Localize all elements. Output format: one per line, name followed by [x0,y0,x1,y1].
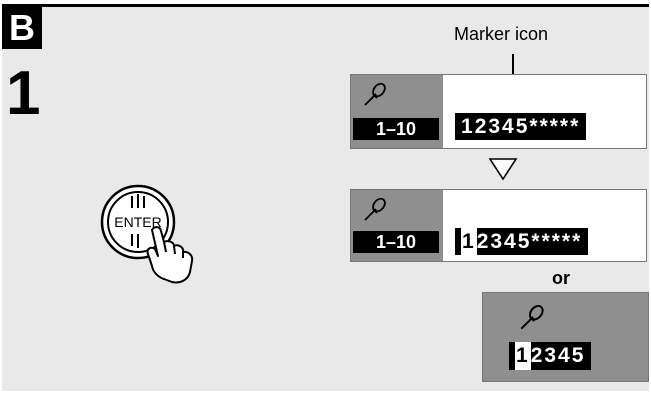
display-alternative: 12345 [482,292,649,382]
track-digits: 12345 [509,342,592,370]
step-number: 1 [6,59,41,128]
remaining-digits: 2345***** [476,230,583,253]
first-digit-highlighted: 1 [515,342,531,370]
track-digits: 12345***** [455,228,589,255]
first-digit-highlighted: 1 [461,228,477,255]
track-range-label: 1–10 [353,231,439,253]
track-digits: 12345***** [455,113,587,140]
track-range-label: 1–10 [353,118,439,140]
marker-pin-icon [520,304,544,330]
remaining-digits: 2345***** [474,115,581,138]
display-left-section: 1–10 [351,190,443,261]
or-label: or [552,268,570,288]
display-before: 1–10 12345***** [350,74,647,149]
display-after: 1–10 12345***** [350,189,647,262]
remaining-digits: 2345 [530,344,586,367]
first-digit: 1 [461,115,475,138]
down-triangle-icon [488,158,518,181]
display-left-section: 1–10 [351,75,443,148]
marker-pin-icon [364,82,386,106]
caption-pointer-line [512,54,514,88]
enter-button-label: ENTER [114,214,161,230]
enter-button-illustration: ENTER [100,184,194,284]
marker-icon-caption: Marker icon [454,24,549,44]
pointing-hand-icon [146,226,194,284]
section-badge: B [2,7,42,49]
marker-pin-icon [364,197,386,221]
